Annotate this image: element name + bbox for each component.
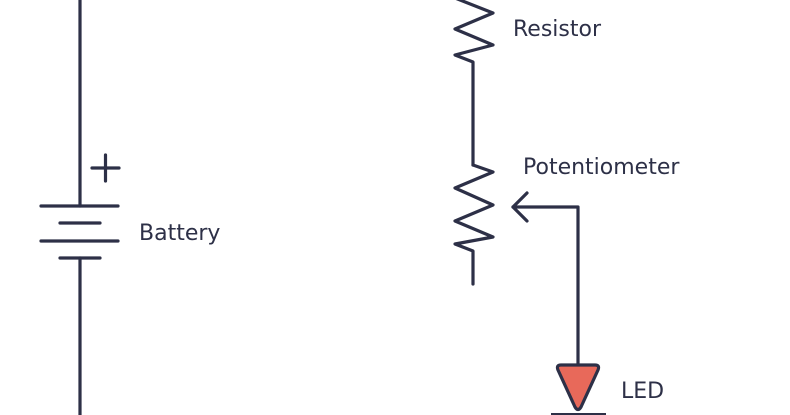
potentiometer-label: Potentiometer <box>523 155 680 180</box>
potentiometer-wiper <box>511 205 580 370</box>
led-label: LED <box>621 379 664 404</box>
led: LED <box>551 363 664 415</box>
resistor-label: Resistor <box>513 17 602 42</box>
potentiometer: Potentiometer <box>453 155 680 370</box>
resistor: Resistor <box>453 0 602 167</box>
battery: Battery <box>39 0 220 415</box>
led-triangle-icon <box>555 363 601 412</box>
potentiometer-zigzag <box>453 163 495 286</box>
battery-label: Battery <box>139 221 220 246</box>
resistor-zigzag <box>453 0 495 167</box>
plus-sign-icon <box>90 153 121 183</box>
arrow-head-icon <box>511 191 529 223</box>
